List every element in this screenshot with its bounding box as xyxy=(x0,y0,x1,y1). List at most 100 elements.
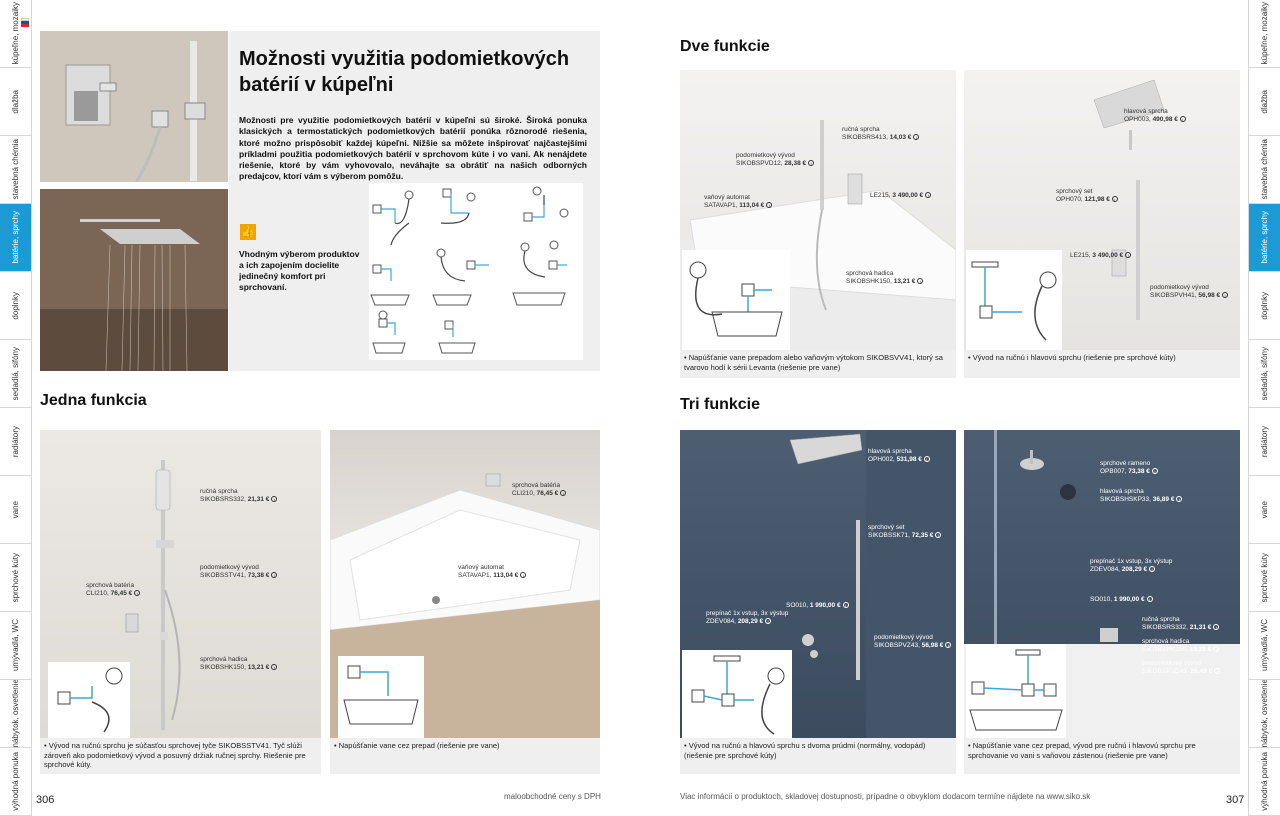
info-icon[interactable]: i xyxy=(923,456,930,463)
info-icon[interactable]: i xyxy=(1111,196,1118,203)
scheme-one-a xyxy=(48,662,130,738)
sidebar-tab-label: doplnky xyxy=(11,291,20,320)
sidebar-tab[interactable]: vane xyxy=(0,476,31,544)
scheme-two-b xyxy=(966,250,1062,350)
info-icon[interactable]: i xyxy=(1213,624,1220,631)
info-icon[interactable]: i xyxy=(1151,468,1158,475)
sidebar-tab[interactable]: sedadlá, sifóny xyxy=(0,340,31,408)
info-icon[interactable]: i xyxy=(1146,596,1153,603)
info-icon[interactable]: i xyxy=(1213,646,1220,653)
info-icon[interactable]: i xyxy=(945,642,952,649)
info-icon[interactable]: i xyxy=(520,572,527,579)
sidebar-tab-label: dlažba xyxy=(1260,89,1269,114)
info-icon[interactable]: i xyxy=(1179,116,1186,123)
slovak-flag-icon xyxy=(21,18,29,27)
info-icon[interactable]: i xyxy=(560,490,567,497)
sidebar-tab[interactable]: kúpeľne, mozaiky xyxy=(0,0,31,68)
info-icon[interactable]: i xyxy=(271,496,278,503)
sidebar-tab[interactable]: stavebná chémia xyxy=(0,136,31,204)
info-icon[interactable]: i xyxy=(1214,668,1221,675)
info-icon[interactable]: i xyxy=(1176,496,1183,503)
caption-two-a: • Napúšťanie vane prepadom alebo vaňovým… xyxy=(680,350,956,378)
section-title-two-functions: Dve funkcie xyxy=(680,38,770,55)
info-icon[interactable]: i xyxy=(935,532,942,539)
sidebar-tab-label: radiátory xyxy=(11,425,20,458)
info-icon[interactable]: i xyxy=(808,160,815,167)
sidebar-tab[interactable]: sedadlá, sifóny xyxy=(1249,340,1280,408)
sidebar-tab[interactable]: batérie, sprchy xyxy=(0,204,31,272)
caption-one-b: • Napúšťanie vane cez prepad (riešenie p… xyxy=(330,738,600,774)
sidebar-tab[interactable]: dlažba xyxy=(0,68,31,136)
info-icon[interactable]: i xyxy=(925,192,932,199)
info-icon[interactable]: i xyxy=(766,202,773,209)
sidebar-tab[interactable]: nábytok, osvetlenie xyxy=(0,680,31,748)
info-icon[interactable]: i xyxy=(1222,292,1229,299)
sidebar-tab[interactable]: umývadlá, WC xyxy=(0,612,31,680)
sidebar-tab[interactable]: dlažba xyxy=(1249,68,1280,136)
sidebar-tab-label: umývadlá, WC xyxy=(1260,619,1269,672)
info-icon[interactable]: i xyxy=(917,278,924,285)
info-icon[interactable]: i xyxy=(134,590,141,597)
info-icon[interactable]: i xyxy=(913,134,920,141)
sidebar-tab[interactable]: umývadlá, WC xyxy=(1249,612,1280,680)
info-icon[interactable]: i xyxy=(1149,566,1156,573)
sidebar-tab[interactable]: vane xyxy=(1249,476,1280,544)
tip-text: Vhodným výberom produktov a ich zapojení… xyxy=(239,249,360,292)
sidebar-tab[interactable]: výhodná ponuka xyxy=(1249,748,1280,816)
connection-schemes-diagram xyxy=(369,183,583,360)
sidebar-tab[interactable]: nábytok, osvetlenie xyxy=(1249,680,1280,748)
sidebar-tab[interactable]: radiátory xyxy=(0,408,31,476)
thumbs-up-icon: 👍 xyxy=(240,224,256,240)
info-icon[interactable]: i xyxy=(271,572,278,579)
section-title-three-functions: Tri funkcie xyxy=(680,396,761,413)
sidebar-tab[interactable]: kúpeľne, mozaiky xyxy=(1249,0,1280,68)
category-sidebar-left: kúpeľne, mozaiky dlažba stavebná chémia bat… xyxy=(0,0,32,816)
label-mixer-so010: SO010, 1 990,00 €i xyxy=(1090,596,1153,604)
sidebar-tab[interactable]: výhodná ponuka xyxy=(0,748,31,816)
sidebar-tab-label: batérie, sprchy xyxy=(11,211,20,264)
sidebar-tab[interactable]: sprchové kúty xyxy=(1249,544,1280,612)
sidebar-tab-label: doplnky xyxy=(1260,291,1269,320)
sidebar-tab-label: nábytok, osvetlenie xyxy=(1260,680,1269,748)
info-icon[interactable]: i xyxy=(842,602,849,609)
page-number-left: 306 xyxy=(36,794,55,806)
info-icon[interactable]: i xyxy=(1125,252,1132,259)
page-title: Možnosti využitia podomietkových batérií… xyxy=(239,48,570,96)
sidebar-tab-label: stavebná chémia xyxy=(11,139,20,200)
info-icon[interactable]: i xyxy=(765,618,772,625)
sidebar-tab-label: dlažba xyxy=(11,89,20,114)
sidebar-tab[interactable]: radiátory xyxy=(1249,408,1280,476)
sidebar-tab[interactable]: doplnky xyxy=(0,272,31,340)
section-title-one-function: Jedna funkcia xyxy=(40,392,147,409)
sidebar-tab[interactable]: doplnky xyxy=(1249,272,1280,340)
sidebar-tab-label: výhodná ponuka xyxy=(11,752,20,811)
sidebar-tab[interactable]: sprchové kúty xyxy=(0,544,31,612)
info-icon[interactable]: i xyxy=(271,664,278,671)
sidebar-tab[interactable]: batérie, sprchy xyxy=(1249,204,1280,272)
sidebar-tab-label: sprchové kúty xyxy=(1260,552,1269,603)
sidebar-tab[interactable]: stavebná chémia xyxy=(1249,136,1280,204)
caption-two-b: • Vývod na ručnú i hlavovú sprchu (rieše… xyxy=(964,350,1240,378)
